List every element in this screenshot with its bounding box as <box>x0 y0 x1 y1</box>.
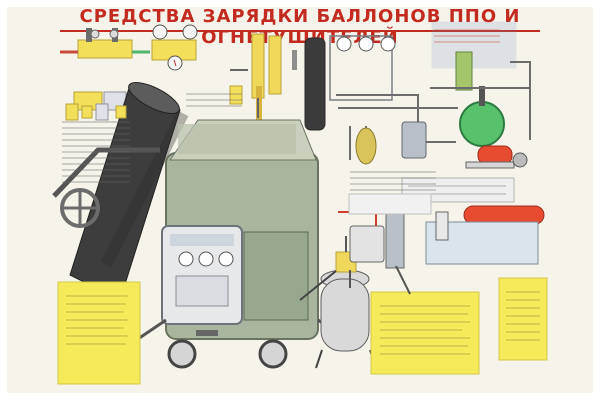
small-valve-details <box>65 69 259 121</box>
fine-print-lines <box>62 29 500 191</box>
portable-cylinder-icon <box>299 236 377 369</box>
center-yellow-panel <box>370 291 480 375</box>
left-yellow-panel <box>57 281 141 385</box>
pressure-gauge-icon <box>151 24 198 71</box>
pipeline-schematic <box>329 21 548 361</box>
title-rule <box>60 30 540 32</box>
valve-assembly-icon <box>60 28 150 111</box>
charging-station-cart-icon <box>131 119 353 369</box>
handle-trolley-icon <box>52 147 160 228</box>
vertical-valve-tubes-icon <box>229 33 326 132</box>
